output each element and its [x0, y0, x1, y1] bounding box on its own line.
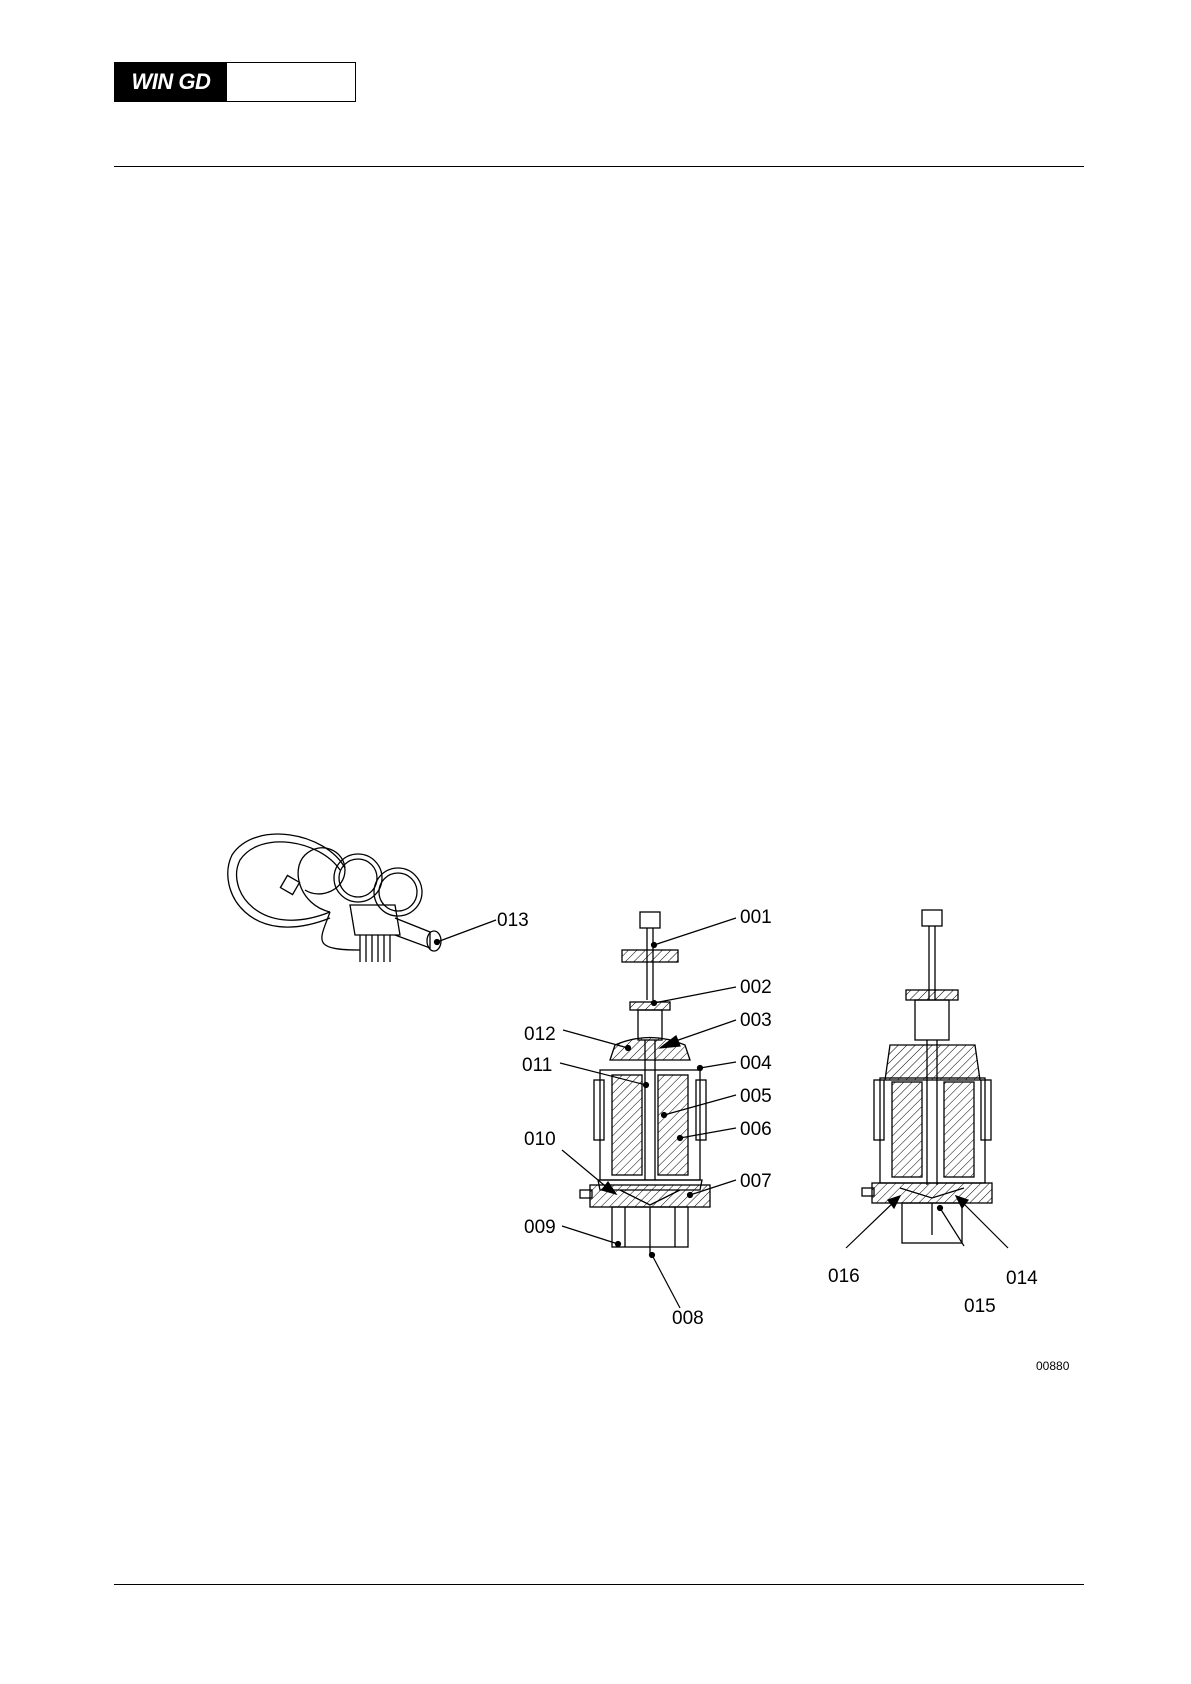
- callout-001: 001: [740, 907, 772, 928]
- callout-002: 002: [740, 977, 772, 998]
- callout-010: 010: [524, 1129, 556, 1150]
- callout-013: 013: [497, 910, 529, 931]
- callout-007: 007: [740, 1171, 772, 1192]
- pressure-regulator-drawing: [228, 834, 496, 962]
- callout-011: 011: [522, 1055, 552, 1076]
- callout-015: 015: [964, 1296, 996, 1317]
- callout-008: 008: [672, 1308, 704, 1329]
- callout-012: 012: [524, 1024, 556, 1045]
- callout-004: 004: [740, 1053, 772, 1074]
- callout-016: 016: [828, 1266, 860, 1287]
- callout-006: 006: [740, 1119, 772, 1140]
- callout-003: 003: [740, 1010, 772, 1031]
- sectional-view-right: [862, 910, 992, 1243]
- figure-number: 00880: [1036, 1359, 1070, 1373]
- callout-014: 014: [1006, 1268, 1038, 1289]
- callout-005: 005: [740, 1086, 772, 1107]
- callout-009: 009: [524, 1217, 556, 1238]
